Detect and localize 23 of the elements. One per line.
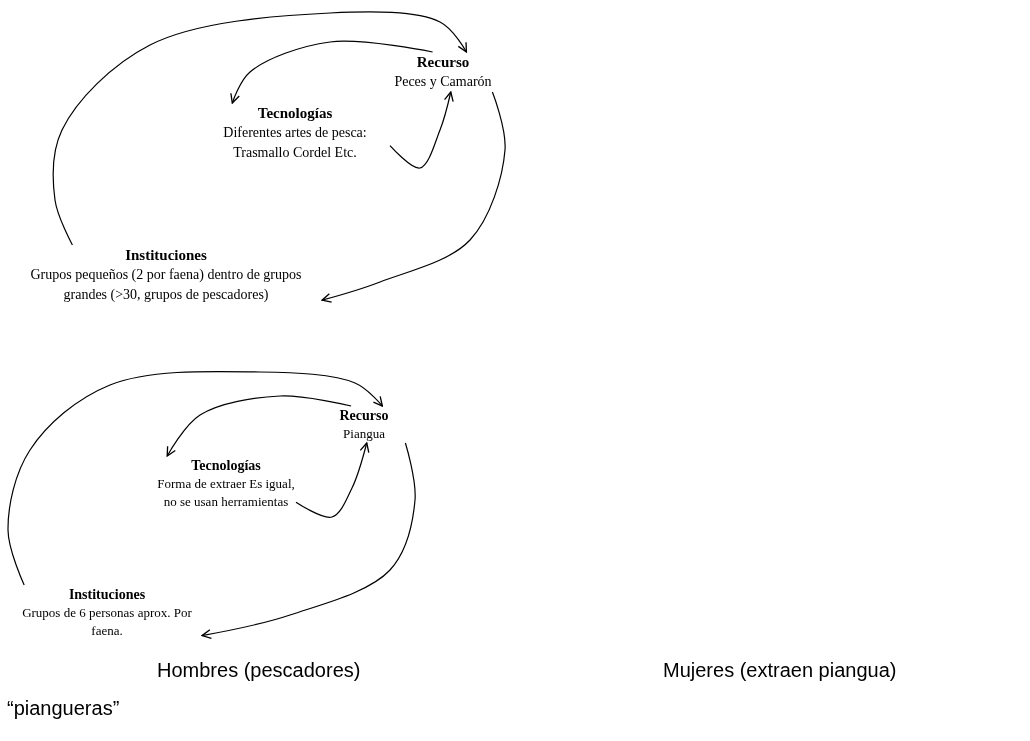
caption-text: “piangueras” xyxy=(7,697,120,720)
node-heading: Instituciones xyxy=(124,246,208,265)
node-text: Grupos pequeños (2 por faena) dentro de grupos grandes (>30, grupos de pescadores) xyxy=(29,266,303,304)
node-heading: Instituciones xyxy=(67,586,147,604)
arrow xyxy=(7,370,384,586)
arrow xyxy=(166,395,352,457)
caption-text: Hombres (pescadores) xyxy=(157,659,361,682)
arrow xyxy=(230,40,434,104)
node-heading: Recurso xyxy=(338,407,390,425)
arrow xyxy=(201,442,416,639)
arrow xyxy=(295,442,370,518)
node-text: Grupos de 6 personas aprox. Por faena. xyxy=(21,604,193,640)
caption-text: Mujeres (extraen piangua) xyxy=(663,659,897,682)
node-heading: Recurso xyxy=(415,53,471,72)
node-text: Piangua xyxy=(342,425,386,443)
arrow xyxy=(321,91,506,303)
arrow xyxy=(52,11,468,246)
node-text: Diferentes artes de pesca: Trasmallo Cordel Etc. xyxy=(222,124,368,162)
arrow xyxy=(389,91,454,169)
node-text: Peces y Camarón xyxy=(393,73,493,91)
node-text: Forma de extraer Es igual, no se usan herramientas xyxy=(156,475,296,511)
node-heading: Tecnologías xyxy=(190,457,262,475)
node-heading: Tecnologías xyxy=(256,104,334,123)
